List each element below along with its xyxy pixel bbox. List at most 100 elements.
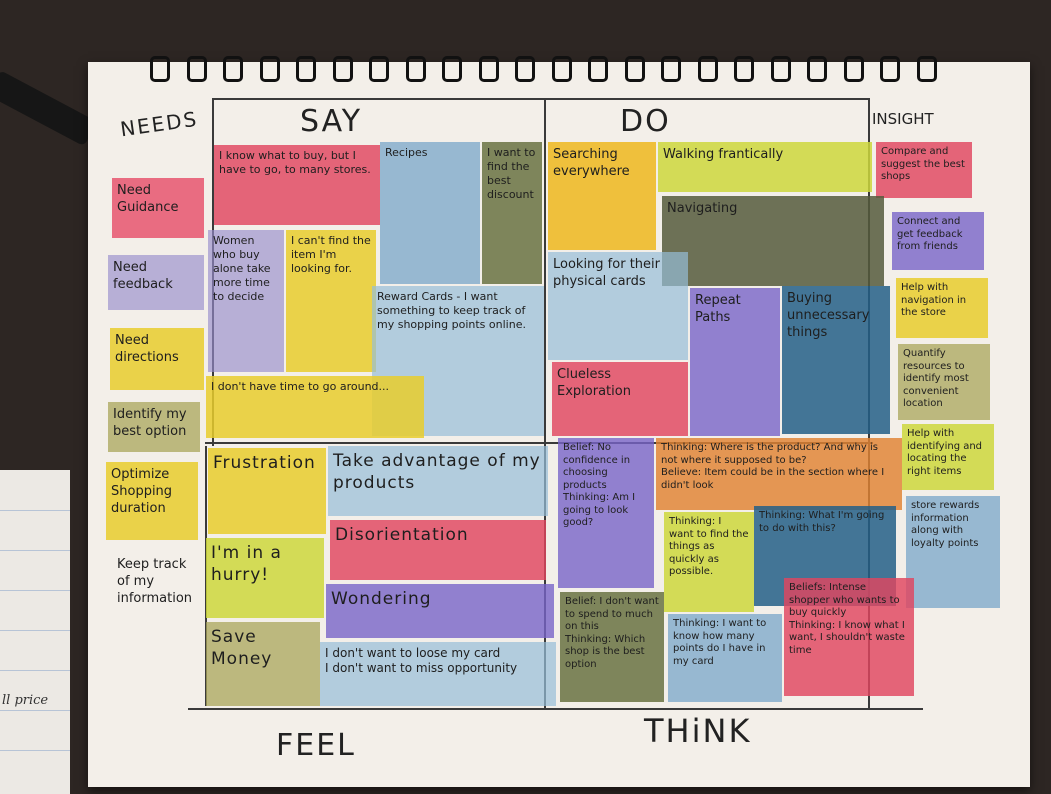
say-header: SAY [300, 104, 363, 139]
feel-label: I don't want to loose my card [325, 646, 501, 660]
feel-note: Wondering [326, 584, 554, 638]
need-note: Need feedback [108, 255, 204, 310]
spiral-ring [551, 56, 572, 82]
spiral-ring [223, 56, 243, 82]
think-label: Thinking: Am I going to look good? [563, 492, 636, 528]
think-label: Belief: I don't want to spend to much on… [565, 596, 659, 632]
think-label: Believe: Item could be in the section wh… [661, 467, 885, 491]
spiral-ring [770, 56, 791, 82]
spiral-ring [405, 56, 426, 82]
think-note: Belief: No confidence in choosing produc… [558, 438, 654, 588]
bottom-border [188, 708, 923, 710]
spiral-ring [332, 56, 353, 82]
spiral-ring [186, 56, 207, 82]
say-note: I know what to buy, but I have to go, to… [214, 145, 380, 225]
think-note: Thinking: Where is the product? And why … [656, 438, 902, 510]
think-note: Thinking: I want to know how many points… [668, 614, 782, 702]
do-label: Buying unnecessary things [787, 291, 870, 340]
insight-note: store rewards information along with loy… [906, 496, 1000, 608]
insight-label: store rewards information along with loy… [911, 500, 980, 549]
need-label: Need feedback [113, 260, 173, 292]
do-label: Clueless Exploration [557, 367, 631, 399]
feel-left-border [205, 446, 207, 706]
feel-label: I don't want to miss opportunity [325, 661, 518, 675]
spiral-ring [442, 56, 462, 82]
desk-note: ll price [2, 693, 49, 708]
say-label: I know what to buy, but I have to go, to… [219, 149, 371, 176]
spiral-ring [478, 56, 499, 82]
insight-note: Quantify resources to identify most conv… [898, 344, 990, 420]
think-label: Beliefs: Intense shopper who wants to bu… [789, 582, 900, 618]
spiral-ring [880, 56, 900, 82]
need-note: Identify my best option [108, 402, 200, 452]
do-label: Walking frantically [663, 147, 784, 162]
say-label: Women who buy alone take more time to de… [213, 234, 271, 303]
think-header: THiNK [644, 712, 752, 750]
feel-label: Frustration [213, 453, 316, 473]
do-label: Repeat Paths [695, 293, 741, 325]
spiral-ring [259, 56, 280, 82]
feel-label: Take advantage of my products [333, 451, 541, 493]
need-note: Keep track of my information [112, 552, 204, 632]
spiral-ring [588, 56, 608, 82]
need-note: Need directions [110, 328, 204, 390]
say-label: I can't find the item I'm looking for. [291, 234, 371, 275]
feel-note: Disorientation [330, 520, 546, 580]
spiral-ring [369, 56, 389, 82]
do-label: Looking for their physical cards [553, 257, 660, 289]
say-label: Recipes [385, 146, 428, 159]
do-note: Walking frantically [658, 142, 872, 192]
say-label: Reward Cards - I want something to keep … [377, 290, 526, 331]
insight-label: Help with identifying and locating the r… [907, 428, 983, 477]
spiral-ring [807, 56, 827, 82]
feel-header: FEEL [276, 728, 356, 763]
say-label: I want to find the best discount [487, 146, 536, 201]
spiral-ring [150, 56, 170, 82]
insight-note: Connect and get feedback from friends [892, 212, 984, 270]
think-label: Thinking: I want to find the things as q… [669, 516, 749, 577]
insight-note: Compare and suggest the best shops [876, 142, 972, 198]
insight-label: Connect and get feedback from friends [897, 216, 963, 252]
do-note: Navigating [662, 196, 884, 286]
think-label: Belief: No confidence in choosing produc… [563, 442, 631, 491]
insight-note: Help with navigation in the store [896, 278, 988, 338]
center-horizontal [205, 442, 873, 444]
think-label: Thinking: Which shop is the best option [565, 633, 646, 670]
need-label: Optimize Shopping duration [111, 467, 173, 516]
insight-label: Compare and suggest the best shops [881, 146, 965, 182]
spiral-ring [624, 56, 645, 82]
say-note: I can't find the item I'm looking for. [286, 230, 376, 372]
think-note: Belief: I don't want to spend to much on… [560, 592, 664, 702]
say-note: I want to find the best discount [482, 142, 542, 284]
spiral-ring [697, 56, 718, 82]
think-note: Thinking: I want to find the things as q… [664, 512, 754, 612]
feel-note: Frustration [208, 448, 326, 534]
spiral-ring [661, 56, 681, 82]
spiral-ring [296, 56, 316, 82]
insight-label: Quantify resources to identify most conv… [903, 348, 969, 409]
think-label: Thinking: I want to know how many points… [673, 618, 767, 667]
do-note: Looking for their physical cards [548, 252, 688, 360]
do-note: Searching everywhere [548, 142, 656, 250]
need-label: Need directions [115, 333, 179, 365]
spiral-ring [734, 56, 754, 82]
do-note: Clueless Exploration [552, 362, 688, 436]
feel-label: Disorientation [335, 525, 469, 545]
think-label: Thinking: What I'm going to do with this… [759, 510, 885, 534]
feel-label: Wondering [331, 589, 432, 609]
say-note: Recipes [380, 142, 480, 284]
notebook-page [0, 470, 70, 794]
spiral-ring [843, 56, 864, 82]
think-label: Thinking: I know what I want, I shouldn'… [789, 619, 905, 656]
feel-note: Save Money [206, 622, 320, 706]
need-note: Need Guidance [112, 178, 204, 238]
insight-note: Help with identifying and locating the r… [902, 424, 994, 490]
say-note: Women who buy alone take more time to de… [208, 230, 284, 372]
feel-note: Take advantage of my products [328, 446, 548, 516]
do-note: Buying unnecessary things [782, 286, 890, 434]
feel-note: I'm in a hurry! [206, 538, 324, 618]
need-label: Keep track of my information [117, 557, 193, 606]
say-note: I don't have time to go around... [206, 376, 424, 438]
do-label: Navigating [667, 201, 738, 216]
